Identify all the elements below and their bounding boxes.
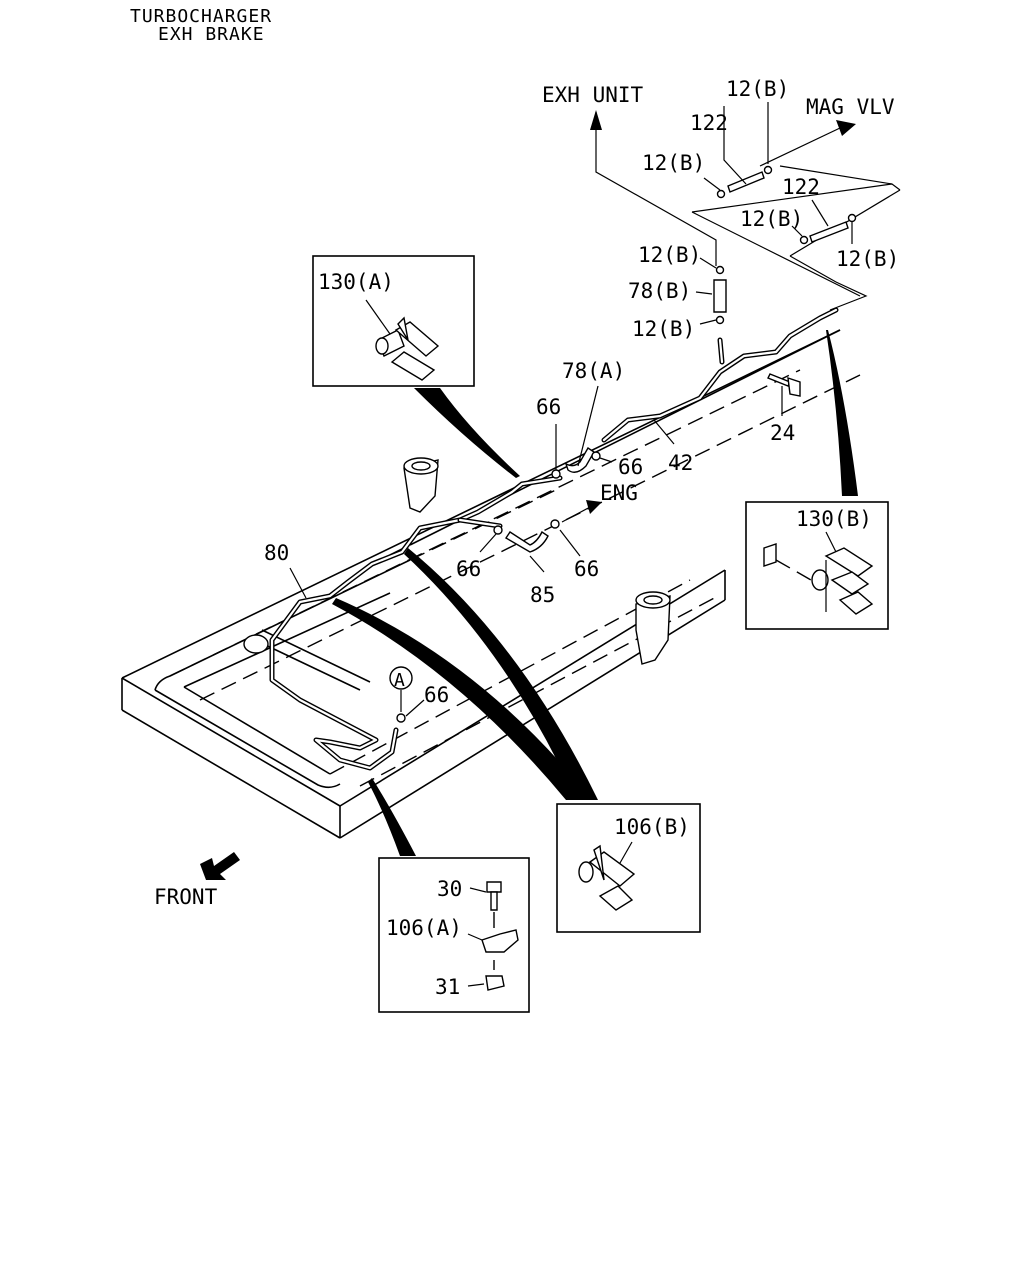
eng-arrow (561, 500, 602, 523)
callout-12b-lower: 12(B) (632, 317, 695, 341)
callout-85: 85 (530, 583, 555, 607)
detail-box-130b: 130(B) (745, 501, 889, 630)
marker-a: A (394, 670, 405, 691)
callout-122-top: 122 (690, 111, 728, 135)
callout-130a: 130(A) (318, 270, 394, 294)
callout-31: 31 (435, 975, 460, 999)
front-arrow (200, 852, 240, 880)
bracket-post-left (403, 457, 439, 513)
pipe-42 (601, 307, 839, 443)
callout-66-c: 66 (456, 557, 481, 581)
callout-12b-left: 12(B) (642, 151, 705, 175)
front-label: FRONT (154, 885, 218, 909)
callout-106b: 106(B) (614, 815, 690, 839)
callout-78b: 78(B) (628, 279, 691, 303)
callout-12b-right: 12(B) (836, 247, 899, 271)
bolt-24 (767, 373, 801, 397)
marker-a-circle (389, 666, 413, 690)
bracket-post-right (635, 591, 671, 665)
callout-80: 80 (264, 541, 289, 565)
callout-122-right: 122 (782, 175, 820, 199)
callout-130b: 130(B) (796, 507, 872, 531)
callout-66-b: 66 (618, 455, 643, 479)
clip-66-parts (396, 451, 601, 723)
callout-42: 42 (668, 451, 693, 475)
callout-12b-top: 12(B) (726, 77, 789, 101)
callout-30: 30 (437, 877, 462, 901)
eng-label: ENG (600, 481, 638, 505)
hose-78a (564, 447, 595, 473)
detail-box-130a: 130(A) (312, 255, 475, 387)
top-hose-assembly (590, 110, 901, 325)
callout-78a: 78(A) (562, 359, 625, 383)
callout-106a: 106(A) (386, 916, 462, 940)
detail-pointers (332, 330, 858, 856)
callout-66-a: 66 (536, 395, 561, 419)
detail-box-106b: 106(B) (556, 803, 701, 933)
callout-24: 24 (770, 421, 795, 445)
callout-66-d: 66 (574, 557, 599, 581)
hose-85 (505, 530, 549, 553)
leader-lines (289, 102, 853, 717)
mag-vlv-label: MAG VLV (806, 95, 895, 119)
detail-box-106a: 30 106(A) 31 (378, 857, 530, 1013)
pipe-assembly-80 (269, 475, 563, 771)
callout-66-e: 66 (424, 683, 449, 707)
callout-12b-upper: 12(B) (638, 243, 701, 267)
title-line-2: EXH BRAKE (158, 24, 265, 45)
callout-12b-mid: 12(B) (740, 207, 803, 231)
exh-unit-label: EXH UNIT (542, 83, 644, 107)
title-line-1: TURBOCHARGER (130, 6, 272, 27)
